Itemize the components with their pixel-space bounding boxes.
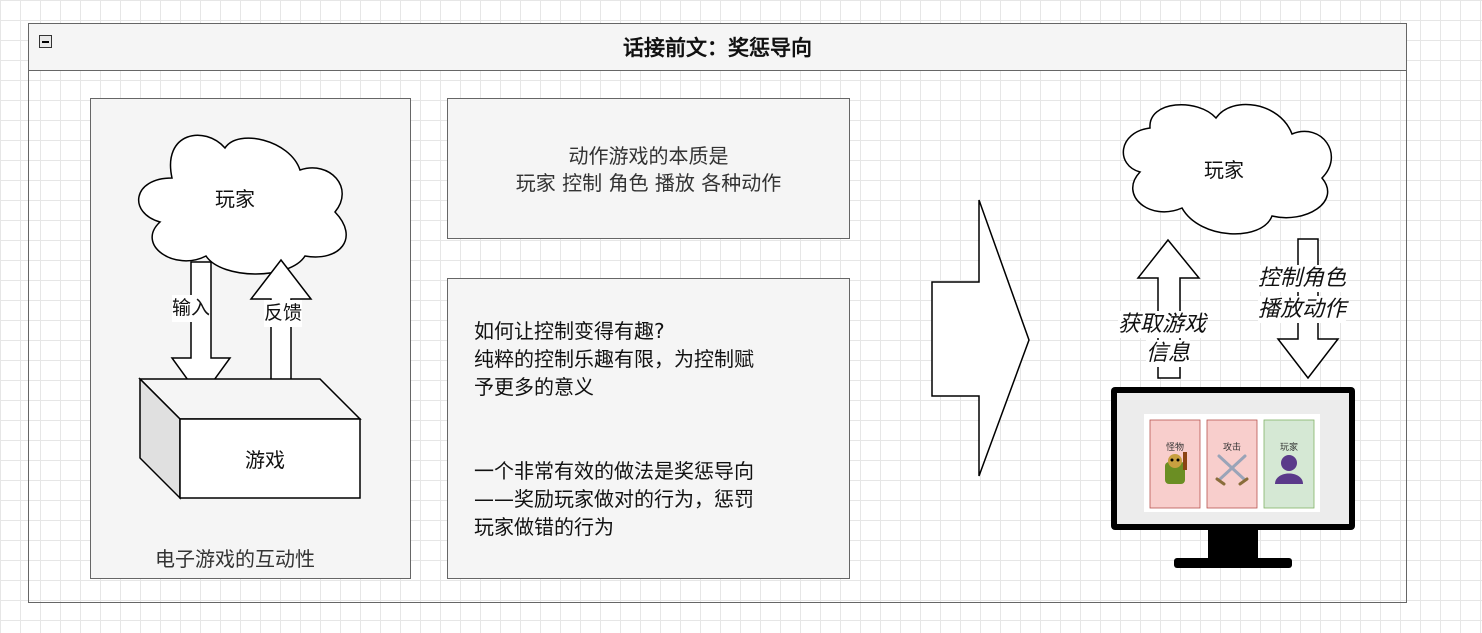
essence-line2: 玩家 控制 角色 播放 各种动作 [515, 171, 782, 195]
get-info-label-line2: 信息 [1146, 340, 1191, 367]
game-box [138, 377, 362, 500]
container-title: 话接前文：奖惩导向 [623, 36, 812, 60]
reward-para1-line2: 纯粹的控制乐趣有限，为控制赋 [474, 347, 754, 371]
card-attack [1206, 419, 1258, 509]
reward-para2-line1: 一个非常有效的做法是奖惩导向 [474, 459, 754, 483]
card-label-monster: 怪物 [1166, 441, 1184, 453]
container-header: 话接前文：奖惩导向 [29, 24, 1406, 71]
card-label-player: 玩家 [1280, 441, 1298, 453]
feedback-label: 反馈 [264, 300, 303, 327]
input-label: 输入 [172, 295, 211, 322]
game-box-label: 游戏 [245, 448, 285, 472]
player-icon [1275, 455, 1303, 484]
player-cloud-left [137, 134, 347, 275]
get-info-label-line1: 获取游戏 [1118, 311, 1207, 338]
input-arrow [170, 261, 232, 400]
card-label-attack: 攻击 [1223, 441, 1241, 453]
reward-para2-line2: ——奖励玩家做对的行为，惩罚 [474, 487, 754, 511]
feedback-arrow [249, 258, 313, 398]
reward-para1-line1: 如何让控制变得有趣? [474, 319, 665, 343]
monster-icon [1165, 452, 1187, 484]
crossed-swords-icon [1215, 454, 1249, 486]
collapse-icon[interactable] [39, 35, 52, 48]
essence-line1: 动作游戏的本质是 [568, 144, 729, 168]
player-cloud-left-label: 玩家 [215, 187, 255, 211]
reward-punish-box [447, 278, 850, 579]
control-label-line1: 控制角色 [1258, 265, 1347, 292]
container-frame: 话接前文：奖惩导向 [28, 23, 1407, 603]
player-cloud-right-label: 玩家 [1204, 158, 1244, 182]
reward-para1-line3: 予更多的意义 [474, 375, 594, 399]
monitor-icon: 怪物 攻击 玩家 [1111, 387, 1355, 568]
reward-para2-line3: 玩家做错的行为 [474, 515, 614, 539]
essence-box [447, 98, 850, 239]
control-label-line2: 播放动作 [1258, 296, 1347, 323]
get-info-arrow [1136, 238, 1201, 379]
interaction-caption: 电子游戏的互动性 [155, 547, 315, 571]
big-right-arrow [931, 199, 1030, 477]
player-cloud-right [1122, 103, 1333, 235]
